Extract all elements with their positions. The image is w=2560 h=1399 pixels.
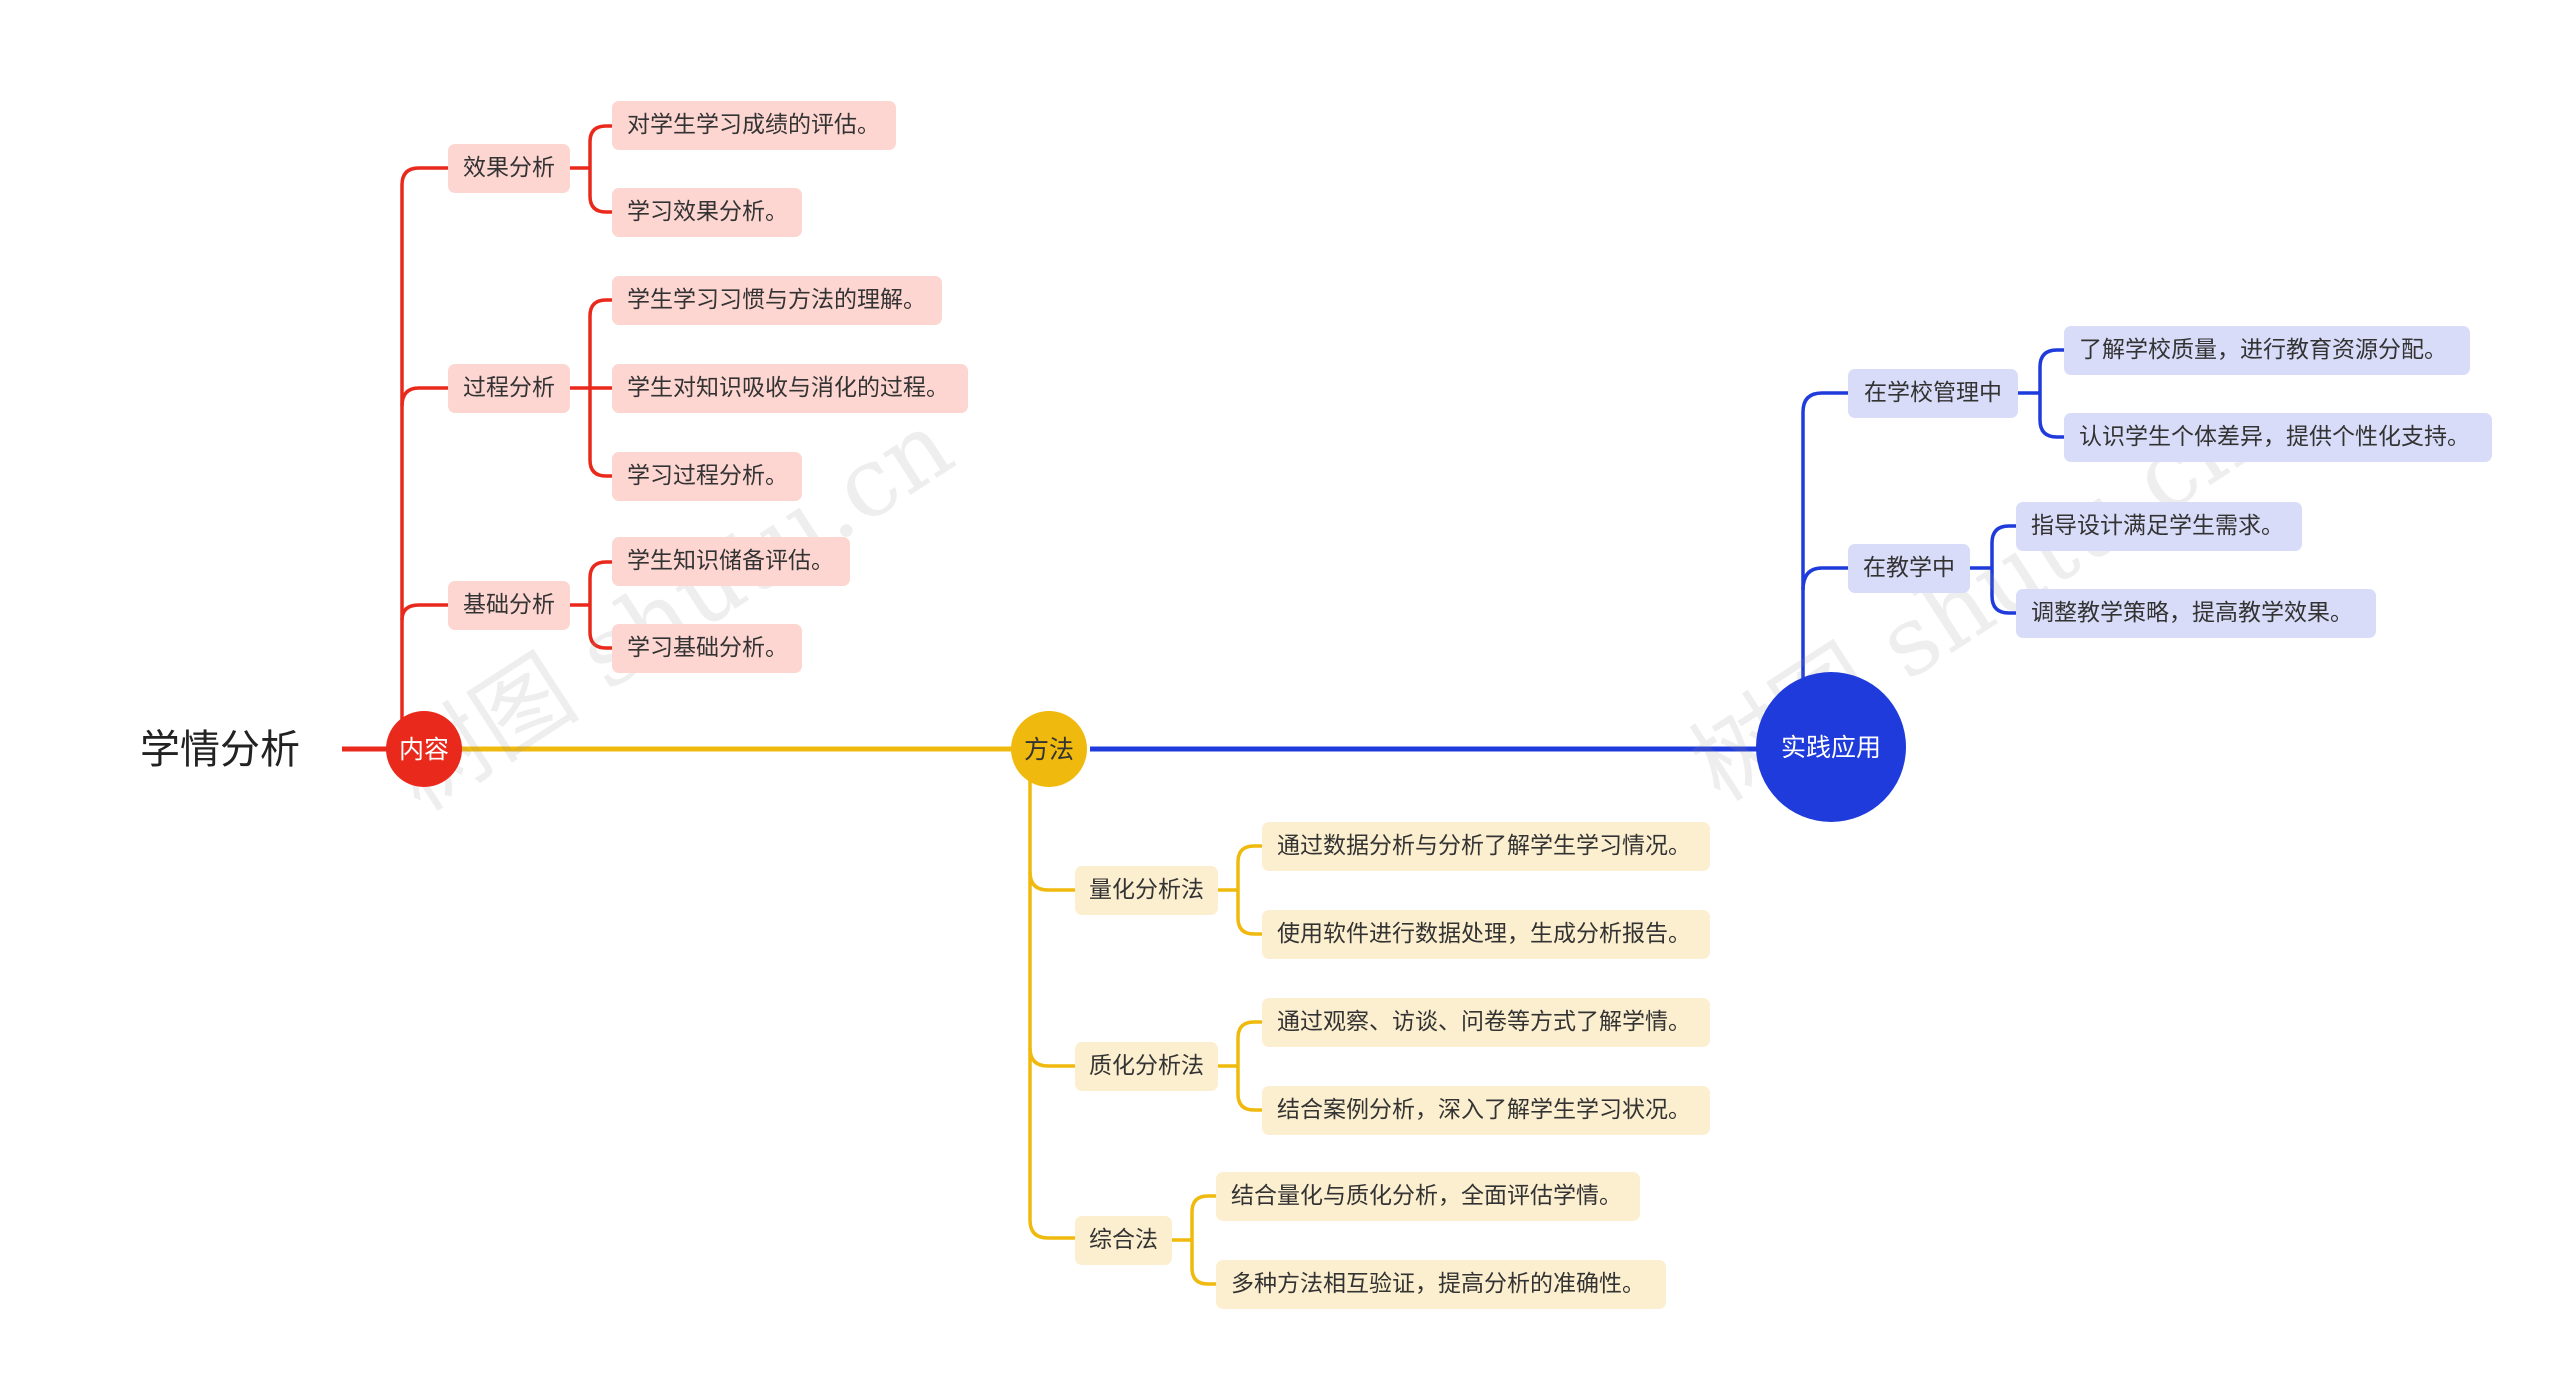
leaf-node[interactable]: 对学生学习成绩的评估。 [612,101,896,150]
branch-practice-node[interactable]: 实践应用 [1756,672,1906,822]
subtopic-effect-analysis[interactable]: 效果分析 [448,144,570,193]
practice-connectors [1801,348,2064,680]
leaf-node[interactable]: 学生知识储备评估。 [612,537,850,586]
leaf-node[interactable]: 通过数据分析与分析了解学生学习情况。 [1262,822,1710,871]
branch-content-node[interactable]: 内容 [386,711,462,787]
subtopic-foundation-analysis[interactable]: 基础分析 [448,581,570,630]
leaf-node[interactable]: 结合量化与质化分析，全面评估学情。 [1216,1172,1640,1221]
leaf-node[interactable]: 通过观察、访谈、问卷等方式了解学情。 [1262,998,1710,1047]
leaf-node[interactable]: 调整教学策略，提高教学效果。 [2016,589,2376,638]
subtopic-quantitative-method[interactable]: 量化分析法 [1075,866,1218,915]
content-connectors [400,124,612,720]
subtopic-school-management[interactable]: 在学校管理中 [1848,369,2018,418]
leaf-node[interactable]: 学生对知识吸收与消化的过程。 [612,364,968,413]
branch-method-node[interactable]: 方法 [1011,711,1087,787]
subtopic-process-analysis[interactable]: 过程分析 [448,364,570,413]
subtopic-comprehensive-method[interactable]: 综合法 [1075,1216,1172,1265]
subtopic-qualitative-method[interactable]: 质化分析法 [1075,1042,1218,1091]
leaf-node[interactable]: 学习过程分析。 [612,452,802,501]
leaf-node[interactable]: 了解学校质量，进行教育资源分配。 [2064,326,2470,375]
root-title[interactable]: 学情分析 [140,727,300,773]
subtopic-teaching[interactable]: 在教学中 [1848,544,1970,593]
method-connectors [1028,778,1262,1286]
leaf-node[interactable]: 认识学生个体差异，提供个性化支持。 [2064,413,2492,462]
leaf-node[interactable]: 多种方法相互验证，提高分析的准确性。 [1216,1260,1666,1309]
leaf-node[interactable]: 学生学习习惯与方法的理解。 [612,276,942,325]
leaf-node[interactable]: 学习效果分析。 [612,188,802,237]
leaf-node[interactable]: 使用软件进行数据处理，生成分析报告。 [1262,910,1710,959]
leaf-node[interactable]: 结合案例分析，深入了解学生学习状况。 [1262,1086,1710,1135]
leaf-node[interactable]: 学习基础分析。 [612,624,802,673]
leaf-node[interactable]: 指导设计满足学生需求。 [2016,502,2302,551]
